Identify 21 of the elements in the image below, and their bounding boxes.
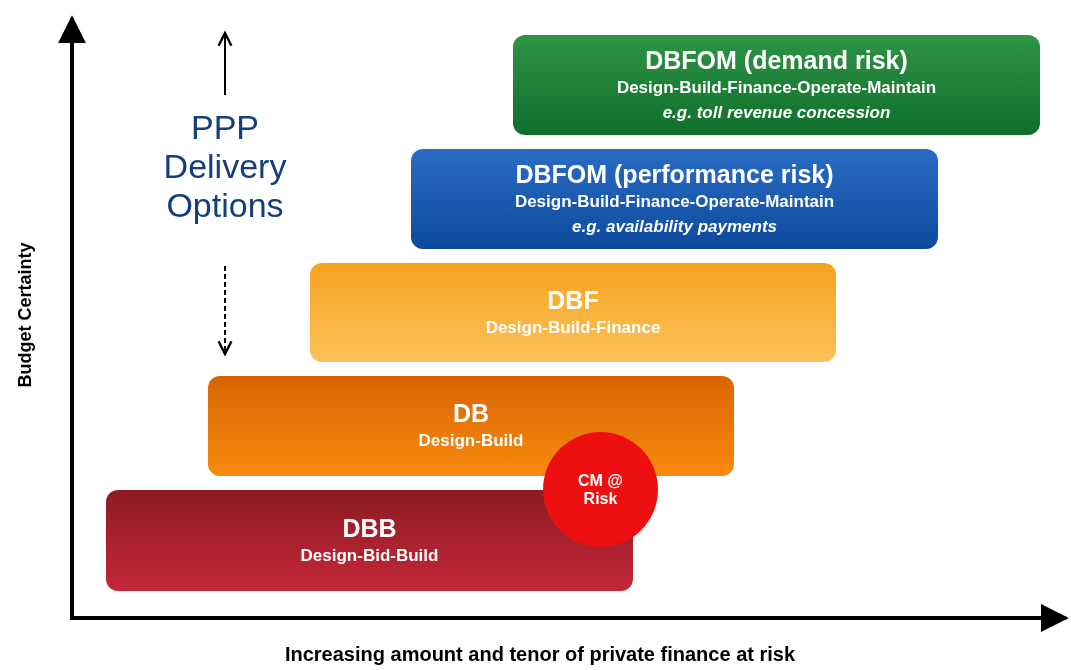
option-box: [513, 35, 1040, 135]
option-box: [106, 490, 633, 591]
option-example: e.g. toll revenue concession: [662, 102, 891, 124]
option-title: DBB: [342, 512, 397, 543]
option-title: DBFOM (demand risk): [645, 44, 908, 75]
option-box: [208, 376, 734, 476]
option-subtitle: Design-Bid-Build: [300, 544, 439, 567]
option-subtitle: Design-Build: [418, 430, 524, 453]
option-subtitle: Design-Build-Finance-Operate-Maintain: [514, 190, 835, 213]
option-title: DB: [452, 398, 490, 429]
axis-label: Increasing amount and tenor of private finance at risk: [284, 643, 796, 666]
option-subtitle: Design-Build-Finance-Operate-Maintain: [616, 76, 937, 99]
option-title: DBF: [547, 284, 599, 315]
axis-label: Budget Certainty: [14, 242, 36, 388]
option-box: [411, 149, 938, 249]
option-example: e.g. availability payments: [572, 216, 777, 238]
option-box: [310, 263, 836, 362]
side-heading: PPP Delivery Options: [162, 108, 288, 226]
option-title: DBFOM (performance risk): [515, 158, 834, 189]
option-subtitle: Design-Build-Finance: [485, 316, 661, 339]
badge-label: CM @ Risk: [577, 471, 624, 508]
